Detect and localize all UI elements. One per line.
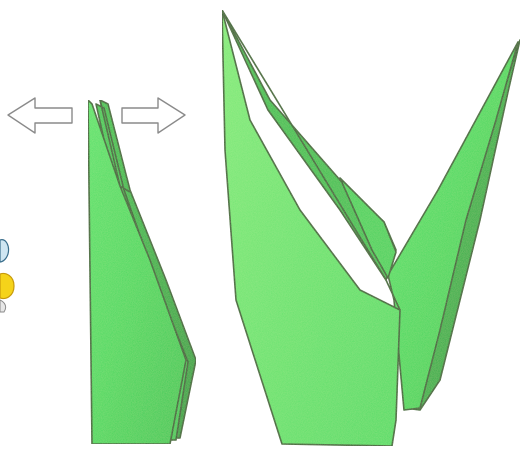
folded-flap-closed — [88, 100, 196, 444]
figure-outline-icon — [0, 240, 9, 262]
figure-yellow-shape-icon — [0, 274, 14, 299]
right-wing-front — [388, 42, 518, 410]
arrow-left-icon — [8, 98, 72, 133]
folded-flap-opened — [222, 10, 520, 446]
arrow-right-icon — [122, 98, 185, 133]
figure-detail-icon — [0, 300, 6, 312]
cropped-figure — [0, 240, 14, 312]
flap-front-face — [88, 100, 186, 444]
center-flap — [340, 178, 396, 278]
